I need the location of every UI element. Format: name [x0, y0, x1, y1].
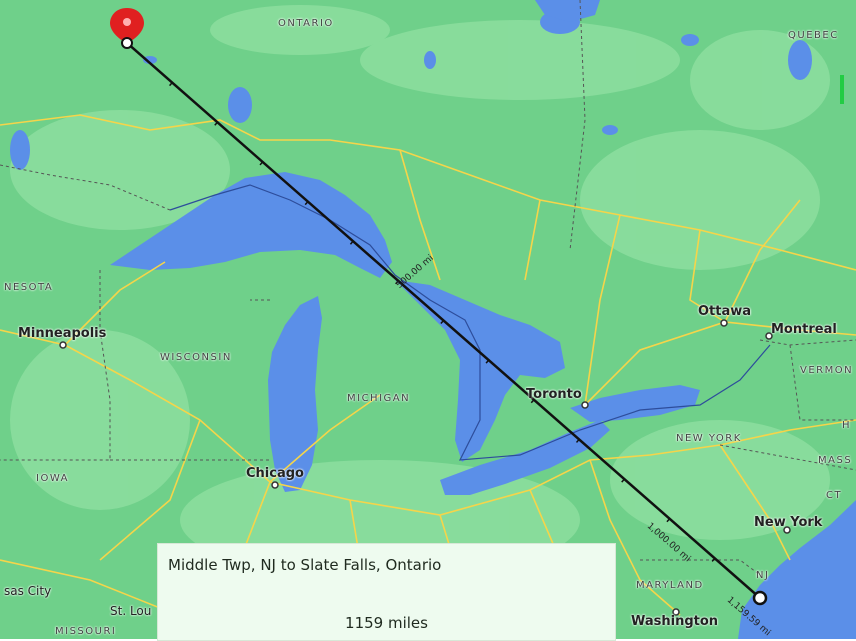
- route-info-box: Middle Twp, NJ to Slate Falls, Ontario 1…: [157, 543, 616, 641]
- region-label-ct: CT: [826, 490, 843, 501]
- region-label-massachusetts: MASS: [818, 455, 853, 466]
- atlantic-ocean: [738, 500, 856, 639]
- route-tick: [214, 121, 218, 126]
- city-label-chicago[interactable]: Chicago: [246, 466, 304, 481]
- map-pin-icon[interactable]: [110, 8, 144, 49]
- region-label-minnesota: NESOTA: [4, 282, 54, 293]
- region-label-maryland: MARYLAND: [636, 580, 704, 591]
- region-label-nj: NJ: [756, 570, 770, 581]
- route-tick: [485, 359, 490, 364]
- route-tick: [711, 557, 716, 562]
- route-tick: [349, 240, 354, 245]
- route-tick: [530, 399, 535, 404]
- route-tick: [259, 161, 264, 166]
- small-lakes: [10, 10, 812, 170]
- route-distance-total: 1159 miles: [345, 614, 428, 632]
- city-label-minneapolis[interactable]: Minneapolis: [18, 326, 107, 341]
- city-dots: [59, 319, 791, 616]
- james-bay-edge: [535, 0, 600, 22]
- region-label-iowa: IOWA: [36, 473, 70, 484]
- route-tick: [666, 518, 671, 523]
- route-title: Middle Twp, NJ to Slate Falls, Ontario: [168, 556, 442, 574]
- lake-ontario: [570, 385, 700, 422]
- lake-michigan: [268, 296, 322, 492]
- region-label-new-york: NEW YORK: [676, 433, 742, 444]
- region-label-missouri: MISSOURI: [55, 626, 117, 637]
- region-label-vermont: VERMON: [800, 365, 854, 376]
- international-border: [169, 184, 771, 461]
- region-label-quebec: QUEBEC: [788, 30, 839, 41]
- city-label-kansas-city[interactable]: sas City: [4, 584, 52, 598]
- city-label-montreal[interactable]: Montreal: [771, 322, 837, 337]
- city-label-st-louis[interactable]: St. Lou: [110, 604, 152, 618]
- city-label-new-york[interactable]: New York: [754, 515, 823, 530]
- route-tick: [395, 280, 399, 285]
- city-label-washington[interactable]: Washington: [631, 614, 719, 629]
- route-tick: [440, 320, 445, 325]
- region-label-nh: H: [842, 420, 852, 431]
- route-ticks: [169, 82, 716, 562]
- route-tick: [621, 478, 625, 483]
- lake-superior: [110, 172, 392, 278]
- city-label-toronto[interactable]: Toronto: [526, 387, 582, 402]
- region-label-ontario: ONTARIO: [278, 18, 334, 29]
- lake-erie: [440, 420, 610, 495]
- route-tick: [575, 438, 580, 443]
- route-tick: [169, 82, 173, 87]
- region-label-michigan: MICHIGAN: [347, 393, 411, 404]
- region-label-wisconsin: WISCONSIN: [160, 352, 232, 363]
- city-label-ottawa[interactable]: Ottawa: [698, 304, 752, 319]
- endpoint-circle-icon[interactable]: [752, 590, 768, 606]
- route-tick: [304, 201, 309, 206]
- borders: [0, 0, 856, 576]
